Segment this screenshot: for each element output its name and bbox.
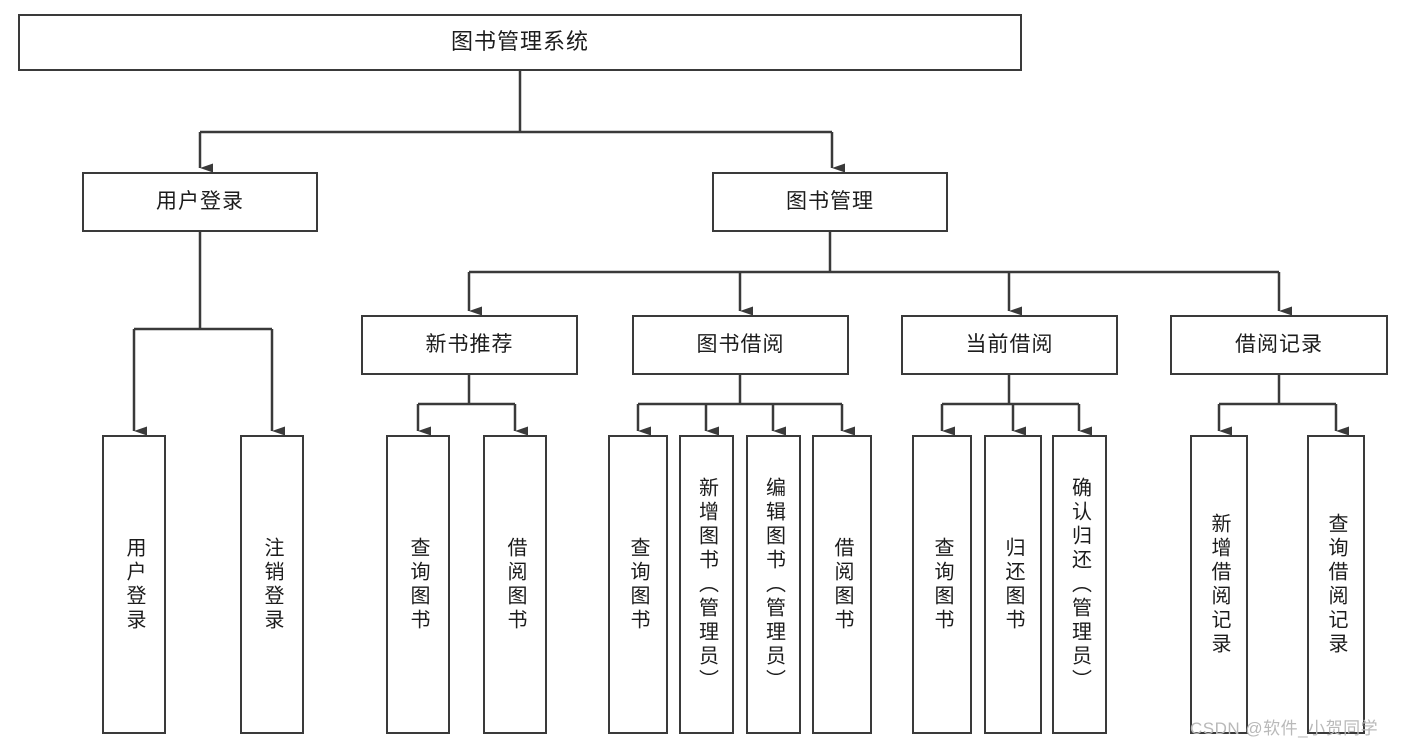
node-book-borrow[interactable]: 图书借阅	[632, 315, 849, 375]
node-new-book-recommend[interactable]: 新书推荐	[361, 315, 578, 375]
node-user-login[interactable]: 用户登录	[82, 172, 318, 232]
node-label: 图书管理系统	[450, 29, 589, 55]
node-leaf-query-book-recommend[interactable]: 查询图书	[386, 435, 450, 734]
node-label: 确认归还（管理员）	[1068, 476, 1091, 693]
node-label: 归还图书	[1002, 536, 1024, 633]
node-leaf-edit-book[interactable]: 编辑图书（管理员）	[746, 435, 801, 734]
node-label: 用户登录	[123, 536, 145, 633]
node-leaf-logout[interactable]: 注销登录	[240, 435, 304, 734]
node-label: 图书借阅	[696, 333, 785, 357]
node-label: 查询图书	[627, 536, 649, 633]
node-label: 查询图书	[407, 536, 429, 633]
node-leaf-query-book-borrow[interactable]: 查询图书	[608, 435, 668, 734]
node-label: 当前借阅	[965, 333, 1054, 357]
node-current-borrow[interactable]: 当前借阅	[901, 315, 1118, 375]
node-label: 借阅图书	[831, 536, 853, 633]
node-label: 注销登录	[261, 536, 283, 633]
node-leaf-borrow-book-recommend[interactable]: 借阅图书	[483, 435, 547, 734]
node-borrow-record[interactable]: 借阅记录	[1170, 315, 1388, 375]
node-label: 编辑图书（管理员）	[762, 476, 785, 693]
node-leaf-query-borrow-record[interactable]: 查询借阅记录	[1307, 435, 1365, 734]
node-label: 用户登录	[156, 190, 244, 214]
node-label: 借阅图书	[504, 536, 526, 633]
node-label: 图书管理	[786, 190, 874, 214]
watermark-text: CSDN @软件_小贺同学	[1190, 719, 1379, 738]
node-leaf-return-book[interactable]: 归还图书	[984, 435, 1042, 734]
node-leaf-borrow-book[interactable]: 借阅图书	[812, 435, 872, 734]
node-leaf-add-book[interactable]: 新增图书（管理员）	[679, 435, 734, 734]
node-label: 新增图书（管理员）	[695, 476, 718, 693]
node-leaf-query-book-current[interactable]: 查询图书	[912, 435, 972, 734]
node-leaf-user-login[interactable]: 用户登录	[102, 435, 166, 734]
node-label: 借阅记录	[1235, 333, 1323, 357]
node-book-manage[interactable]: 图书管理	[712, 172, 948, 232]
node-label: 查询借阅记录	[1325, 512, 1347, 657]
node-label: 新书推荐	[425, 333, 514, 357]
node-label: 查询图书	[931, 536, 953, 633]
node-leaf-add-borrow-record[interactable]: 新增借阅记录	[1190, 435, 1248, 734]
node-label: 新增借阅记录	[1208, 512, 1230, 657]
node-root-system[interactable]: 图书管理系统	[18, 14, 1022, 71]
node-leaf-confirm-return[interactable]: 确认归还（管理员）	[1052, 435, 1107, 734]
